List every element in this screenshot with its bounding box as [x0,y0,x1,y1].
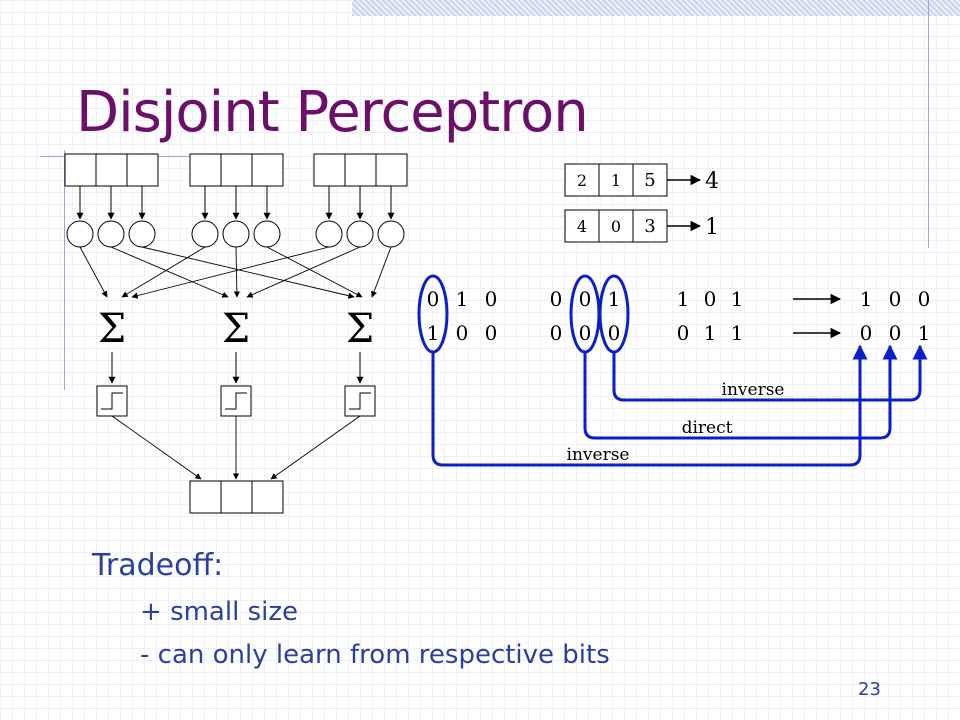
bit-value: 0 [550,287,563,311]
bit-value: 0 [579,287,592,311]
bullet-text: small size [170,597,298,627]
register-cell: 5 [644,170,655,191]
output-bit: 0 [889,321,902,345]
connection-labels: inverse direct inverse [567,380,785,465]
output-bit: 0 [918,287,931,311]
bit-patterns: 0 1 0 0 0 1 1 0 1 1 0 0 1 0 0 0 0 0 [427,287,931,345]
neuron [253,220,281,248]
output-bit: 0 [860,321,873,345]
inverse-connection-lower [431,344,868,467]
bullet-item-pro: + small size [140,597,298,627]
bit-value: 0 [704,287,717,311]
output-register [189,480,284,514]
connection-label: direct [682,418,733,438]
inverse-connection-upper [612,344,928,402]
neuron [315,220,343,248]
output-bit: 1 [860,287,873,311]
bullet-item-con: - can only learn from respective bits [140,640,610,670]
bit-selection-ellipses [417,274,630,354]
neuron [346,220,374,248]
neuron [222,220,250,248]
summation-symbol: Σ [346,306,374,352]
bit-value: 0 [427,287,440,311]
bit-value: 1 [608,287,621,311]
input-register-1 [64,153,159,187]
bullet-text: can only learn from respective bits [157,640,610,670]
example-row: 2 1 5 4 [564,163,719,197]
example-result: 4 [705,169,719,194]
threshold-units [96,385,376,417]
bit-row: 1 0 0 0 0 0 0 1 1 0 0 1 [427,321,931,345]
output-bit: 1 [918,321,931,345]
neuron [66,220,94,248]
neuron [191,220,219,248]
bit-value: 0 [550,321,563,345]
step-function-icon [220,385,252,417]
example-result: 1 [705,215,719,240]
register-cell: 4 [577,217,587,236]
bit-value: 0 [456,321,469,345]
decorative-vertical-line-right [928,0,929,248]
input-register-2 [189,153,284,187]
slide-title: Disjoint Perceptron [76,80,589,145]
bit-value: 0 [485,321,498,345]
register-to-neuron-arrows [76,186,395,220]
bit-row: 0 1 0 0 0 1 1 0 1 1 0 0 [427,287,931,311]
bit-value: 1 [677,287,690,311]
neuron [377,220,405,248]
bit-value: 0 [579,321,592,345]
input-register-3 [313,153,408,187]
bit-value: 1 [456,287,469,311]
neuron-to-sum-connections [79,246,392,299]
connection-label: inverse [567,445,630,465]
bit-value: 0 [677,321,690,345]
perceptron-network: Σ Σ Σ [64,153,408,514]
neuron [128,220,156,248]
summation-symbol: Σ [222,306,250,352]
bit-value: 1 [704,321,717,345]
direct-connection [583,344,898,440]
register-cell: 2 [577,171,587,190]
step-function-icon [344,385,376,417]
bit-value: 1 [731,321,744,345]
register-cell: 3 [644,216,655,237]
page-number: 23 [858,679,881,700]
tradeoff-heading: Tradeoff: [92,548,224,583]
bullet-marker: - [140,640,150,670]
step-function-icon [96,385,128,417]
neuron [97,220,125,248]
bit-value: 1 [731,287,744,311]
example-registers: 2 1 5 4 4 0 3 1 [564,163,719,243]
example-row: 4 0 3 1 [564,209,719,243]
threshold-to-output-arrows [111,415,361,480]
bit-value: 0 [608,321,621,345]
bullet-marker: + [140,597,162,627]
top-decorative-band [352,0,960,16]
register-cell: 1 [611,171,621,190]
summation-symbol: Σ [98,306,126,352]
bit-value: 0 [485,287,498,311]
decorative-vertical-line-left [64,150,65,390]
bit-value: 1 [427,321,440,345]
bit-connections [431,344,928,467]
summation-units: Σ Σ Σ [98,306,374,352]
output-bit: 0 [889,287,902,311]
input-neurons [66,220,405,248]
register-cell: 0 [611,217,621,236]
connection-label: inverse [722,380,785,400]
sum-to-threshold-arrows [108,352,364,384]
